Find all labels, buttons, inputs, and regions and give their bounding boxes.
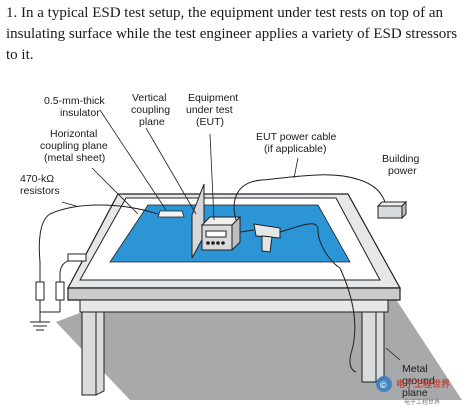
label-vertical-coupling-plane: Vertical coupling plane <box>131 92 173 128</box>
label-eut: Equipment under test (EUT) <box>186 92 241 128</box>
label-insulator: 0.5-mm-thick insulator <box>44 95 108 119</box>
watermark-text: 电子工程世界 <box>396 378 450 389</box>
leader-lines <box>61 109 401 361</box>
watermark-logo: © <box>380 380 387 390</box>
building-power-outlet <box>376 200 408 220</box>
eut-box <box>200 215 242 252</box>
watermark-subtext: 电子工程世界 <box>404 398 440 406</box>
eut-power-cable <box>233 174 387 221</box>
table-front-edge <box>67 287 401 301</box>
label-eut-power-cable: EUT power cable (if applicable) <box>256 131 339 155</box>
label-metal-ground-plane: Metal ground plane <box>402 363 438 399</box>
watermark: © 电子工程世界 电子工程世界 <box>376 376 450 406</box>
gun-ground-cable <box>339 267 357 373</box>
resistor-network <box>30 204 159 331</box>
insulator-pad <box>157 210 185 218</box>
label-horizontal-coupling-plane: Horizontal coupling plane (metal sheet) <box>40 128 111 164</box>
label-resistors: 470-kΩ resistors <box>20 173 60 197</box>
figure-caption: 1. In a typical ESD test setup, the equi… <box>6 5 458 63</box>
esd-gun <box>239 223 341 269</box>
table-apron <box>79 299 389 313</box>
label-building-power: Building power <box>382 153 422 177</box>
